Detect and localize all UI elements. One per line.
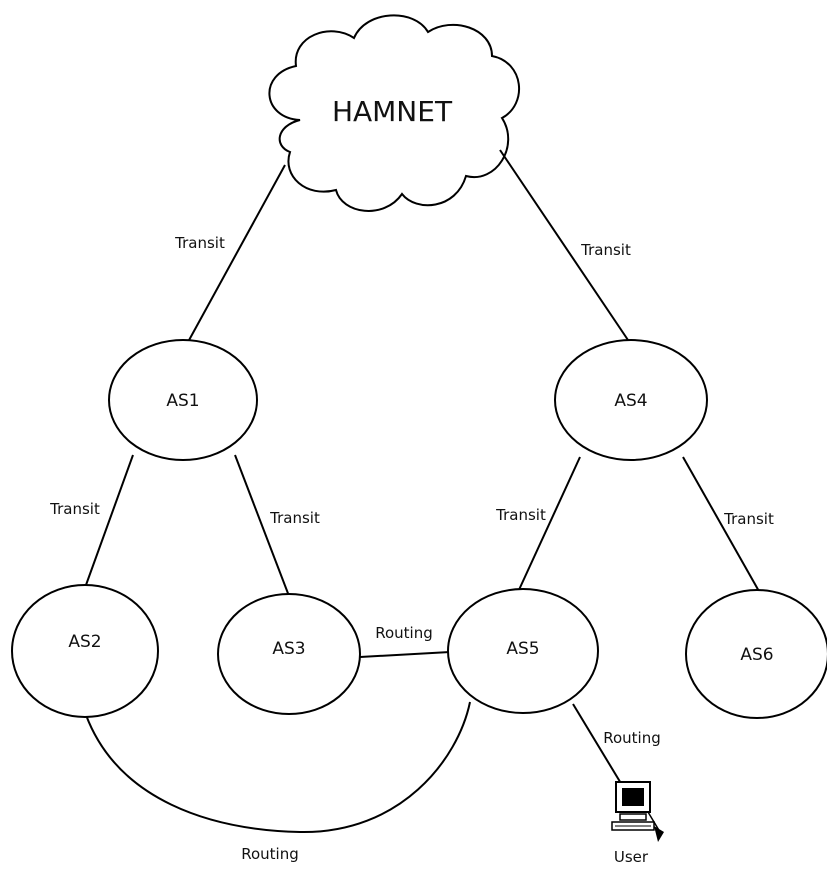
node-as6[interactable]: AS6 (685, 589, 827, 719)
node-as1[interactable]: AS1 (108, 339, 258, 461)
node-as6-label: AS6 (740, 645, 773, 665)
node-as2-label: AS2 (68, 632, 101, 652)
node-as1-label: AS1 (166, 391, 199, 411)
edge-label-hamnet-as1: Transit (174, 234, 225, 252)
hamnet-cloud[interactable]: HAMNET (268, 14, 521, 212)
edge-hamnet-as1 (187, 164, 286, 343)
edge-as2-as5 (85, 701, 471, 834)
edge-as5-user (572, 703, 626, 791)
node-as3[interactable]: AS3 (217, 593, 361, 715)
edge-as1-as3 (234, 454, 290, 597)
edge-label-as3-as5: Routing (375, 624, 433, 642)
edge-as4-as5 (517, 456, 581, 593)
edge-label-as5-user: Routing (603, 729, 661, 747)
hamnet-label: HAMNET (332, 95, 453, 128)
node-as2[interactable]: AS2 (11, 584, 159, 718)
edge-as3-as5 (359, 651, 451, 658)
edge-as4-as6 (682, 456, 761, 594)
node-as5-label: AS5 (506, 639, 539, 659)
node-user-label: User (614, 848, 649, 866)
node-as4-label: AS4 (614, 391, 647, 411)
node-as5[interactable]: AS5 (447, 588, 599, 714)
edge-label-as2-as5: Routing (241, 845, 299, 863)
edge-hamnet-as4 (499, 149, 631, 344)
edge-label-as1-as3: Transit (269, 509, 320, 527)
computer-icon (611, 781, 664, 842)
edge-label-hamnet-as4: Transit (580, 241, 631, 259)
edge-label-as4-as6: Transit (723, 510, 774, 528)
edge-label-as1-as2: Transit (49, 500, 100, 518)
edge-label-as4-as5: Transit (495, 506, 546, 524)
node-as4[interactable]: AS4 (554, 339, 708, 461)
node-user[interactable]: User (611, 781, 664, 866)
edge-as1-as2 (85, 454, 134, 586)
node-as3-label: AS3 (272, 639, 305, 659)
